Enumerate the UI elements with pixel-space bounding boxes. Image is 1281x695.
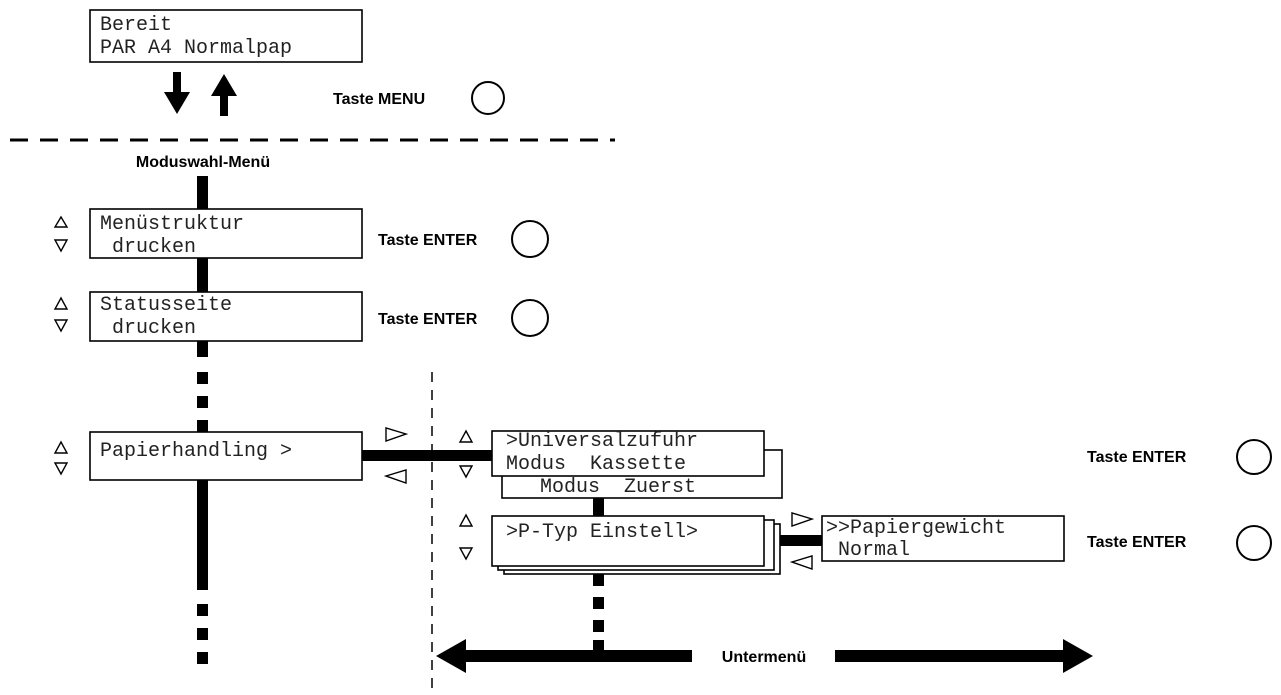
paper-weight-line1: >>Papiergewicht <box>826 517 1006 540</box>
paper-type-line1: >P-Typ Einstell> <box>506 521 698 544</box>
submenu-connector <box>362 450 492 461</box>
submenu-dotted-connector <box>593 574 604 650</box>
arrow-right-icon <box>1063 639 1093 673</box>
up-triangle-icon <box>53 440 69 454</box>
down-triangle-icon <box>53 319 69 333</box>
paper-weight-connector <box>780 535 822 546</box>
menu-structure-line2: drucken <box>100 236 196 259</box>
up-triangle-icon <box>458 513 474 527</box>
status-page-line2: drucken <box>100 317 196 340</box>
down-triangle-icon <box>458 547 474 561</box>
submenu-paper-type: >P-Typ Einstell> <box>458 513 781 575</box>
right-triangle-icon <box>791 512 815 527</box>
mode-menu-title: Moduswahl-Menü <box>136 154 270 171</box>
ready-display: Bereit PAR A4 Normalpap <box>89 9 363 63</box>
ready-display-line2: PAR A4 Normalpap <box>100 37 292 60</box>
mp-tray-back-line: Modus Zuerst <box>540 476 696 499</box>
mp-tray-line2: Modus Kassette <box>506 453 686 476</box>
main-spine <box>197 176 208 664</box>
down-triangle-icon <box>458 465 474 479</box>
left-triangle-icon <box>383 469 407 484</box>
enter-key-circle-icon <box>511 220 549 258</box>
right-triangle-icon <box>385 427 409 442</box>
up-triangle-icon <box>53 296 69 310</box>
submenu-range-arrow: Untermenü <box>436 639 1093 673</box>
mp-tray-line1: >Universalzufuhr <box>506 430 698 453</box>
enter-key-circle-icon <box>1236 525 1272 561</box>
paper-weight-line2: Normal <box>826 539 910 562</box>
menu-item-paper-handling: Papierhandling > <box>53 431 363 481</box>
menu-key-label: Taste MENU <box>333 91 425 108</box>
submenu-mp-tray: >Universalzufuhr Modus Kassette Modus Zu… <box>458 429 1272 499</box>
menu-key-circle-icon <box>471 81 505 115</box>
arrow-up-icon <box>211 74 237 116</box>
submenu-label: Untermenü <box>722 649 806 666</box>
mp-tray-key-label: Taste ENTER <box>1087 449 1187 466</box>
status-page-line1: Statusseite <box>100 294 232 317</box>
menu-item-status-page: Statusseite drucken Taste ENTER <box>53 291 549 342</box>
enter-key-circle-icon <box>1236 439 1272 475</box>
paper-weight-key-label: Taste ENTER <box>1087 534 1187 551</box>
left-triangle-icon <box>789 555 813 570</box>
up-triangle-icon <box>458 429 474 443</box>
status-page-key-label: Taste ENTER <box>378 311 478 328</box>
menu-structure-line1: Menüstruktur <box>100 213 244 236</box>
enter-key-circle-icon <box>511 299 549 337</box>
down-triangle-icon <box>53 462 69 476</box>
menu-structure-key-label: Taste ENTER <box>378 232 478 249</box>
down-triangle-icon <box>53 239 69 253</box>
menu-item-menu-structure: Menüstruktur drucken Taste ENTER <box>53 208 549 259</box>
up-triangle-icon <box>53 215 69 228</box>
stack-connector <box>593 498 604 516</box>
submenu-paper-weight: >>Papiergewicht Normal Taste ENTER <box>821 515 1272 562</box>
ready-display-line1: Bereit <box>100 14 172 37</box>
arrow-down-icon <box>164 72 190 114</box>
paper-handling-line1: Papierhandling > <box>100 440 292 463</box>
arrow-left-icon <box>436 639 466 673</box>
